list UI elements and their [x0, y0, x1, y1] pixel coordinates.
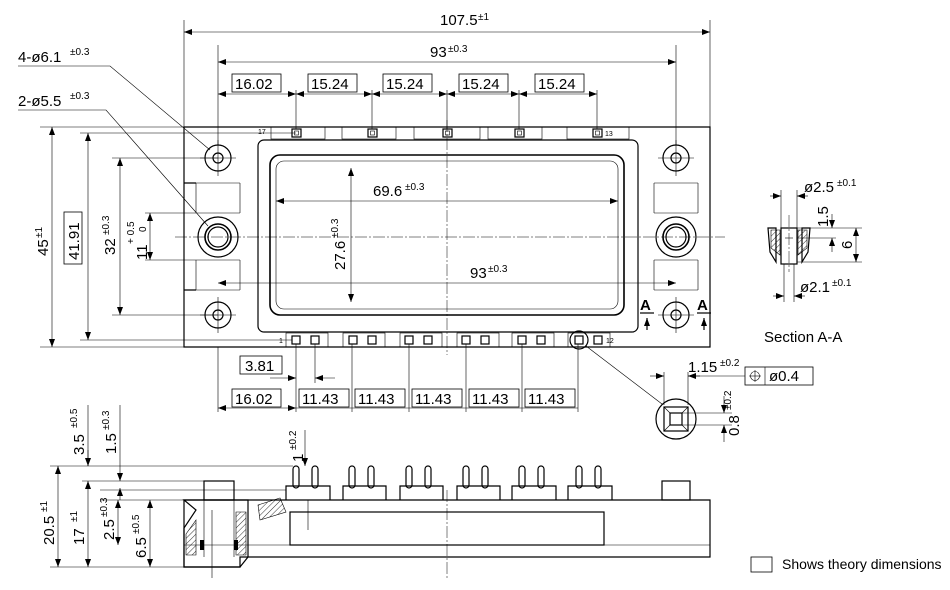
side-view: 20.5 ±1 17 ±1 3.5 ±0.5 1.5 ±0.3 2.5 ±0.3…: [39, 405, 711, 578]
window-height-dim: 27.6: [332, 241, 349, 270]
pin-span-width-dim: 41.91: [66, 222, 83, 260]
mounting-hole: [658, 140, 694, 176]
hole-pitch-length-dim: 93: [430, 44, 447, 61]
svg-text:±0.2: ±0.2: [288, 430, 299, 450]
top-pin-offset-dim: 16.02: [235, 76, 273, 93]
svg-text:±0.3: ±0.3: [70, 91, 90, 102]
pin: [514, 128, 525, 138]
top-pin-pitch-dim: 15.24: [538, 76, 576, 93]
svg-text:±1: ±1: [478, 12, 489, 23]
mounting-hole: [658, 297, 694, 333]
svg-text:±0.3: ±0.3: [101, 215, 112, 235]
top-pin-pitch-dim: 15.24: [386, 76, 424, 93]
section-dia-bottom: ø2.1: [800, 279, 830, 296]
pin: [367, 128, 378, 138]
svg-text:±1: ±1: [34, 227, 45, 238]
pin: [592, 128, 603, 138]
inner-length-dim: 93: [470, 265, 487, 282]
svg-text:+ 0.5: + 0.5: [126, 221, 137, 244]
svg-text:±0.2: ±0.2: [720, 358, 740, 369]
pin-size-dim: 1.15: [688, 359, 717, 376]
svg-text:±0.3: ±0.3: [448, 44, 468, 55]
top-view: 17 13 1 12 A: [18, 12, 725, 412]
overall-length-dim: 107.5: [440, 12, 478, 29]
top-pin-pitch-dim: 15.24: [311, 76, 349, 93]
total-height-dim: 20.5: [41, 516, 58, 545]
position-tolerance: ø0.4: [769, 368, 799, 385]
svg-text:±0.3: ±0.3: [488, 264, 508, 275]
housing-frame: [257, 139, 639, 333]
section-a-a: ø2.5 ±0.1 1.5 6 ø2.1 ±0.1 Section A-A: [764, 178, 862, 346]
screw-hole: [655, 216, 697, 258]
pin-number-12: 12: [606, 338, 614, 345]
bottom-pin-offset-dim: 16.02: [235, 391, 273, 408]
pin-number-1: 1: [279, 338, 283, 345]
svg-text:±1: ±1: [39, 501, 50, 512]
svg-text:A: A: [640, 297, 651, 314]
pin-number-13: 13: [605, 131, 613, 138]
bottom-small-pitch-dim: 3.81: [245, 358, 274, 375]
overall-width-dim: 45: [35, 239, 52, 256]
svg-text:±0.3: ±0.3: [405, 182, 425, 193]
svg-text:A: A: [697, 297, 708, 314]
section-title: Section A-A: [764, 329, 842, 346]
side-pins: [285, 465, 613, 500]
bottom-pin-pitch-dim: 11.43: [302, 391, 338, 408]
svg-text:0: 0: [138, 226, 149, 232]
section-mark-right: A: [697, 297, 711, 330]
mount-offset-dim: 11: [134, 244, 151, 260]
bottom-pin-pitch-dim: 11.43: [358, 391, 394, 408]
svg-text:±0.1: ±0.1: [837, 178, 857, 189]
pin: [442, 128, 453, 138]
bottom-pins: [285, 330, 611, 350]
section-depth: 1.5: [815, 206, 832, 227]
svg-text:±0.5: ±0.5: [69, 408, 80, 428]
section-height: 6: [839, 241, 856, 249]
screw-hole: [197, 216, 239, 258]
svg-text:±1: ±1: [69, 511, 80, 522]
top-pin-pitch-dim: 15.24: [462, 76, 500, 93]
section-mark-left: A: [640, 297, 654, 330]
svg-text:±0.2: ±0.2: [723, 390, 734, 410]
svg-text:±0.1: ±0.1: [832, 278, 852, 289]
pin-number-17: 17: [258, 129, 266, 136]
pin-length-dim: 1: [290, 454, 307, 462]
svg-text:±0.3: ±0.3: [330, 218, 341, 238]
svg-text:±0.3: ±0.3: [70, 47, 90, 58]
pin-detail: 1.15 ±0.2 ø0.4 0.8 ±0.2: [585, 345, 814, 442]
base-step-dim: 2.5: [101, 519, 118, 540]
top-pins: [270, 126, 630, 140]
svg-text:±0.3: ±0.3: [101, 410, 112, 430]
body-height-dim: 17: [71, 528, 88, 545]
window-length-dim: 69.6: [373, 183, 402, 200]
pin-shoulder-dim: 1.5: [103, 433, 120, 454]
hole-2-callout: 2-ø5.5: [18, 93, 61, 110]
bottom-pin-pitch-dim: 11.43: [472, 391, 508, 408]
bottom-pin-pitch-dim: 11.43: [415, 391, 451, 408]
legend: Shows theory dimensions: [750, 556, 942, 573]
svg-text:±0.5: ±0.5: [131, 514, 142, 534]
section-dia-top: ø2.5: [804, 179, 834, 196]
hole-4-callout: 4-ø6.1: [18, 49, 61, 66]
svg-text:±0.3: ±0.3: [99, 497, 110, 517]
legend-text: Shows theory dimensions: [782, 556, 942, 572]
pin-height-dim: 3.5: [71, 434, 88, 455]
pin-tip-dim: 0.8: [726, 415, 743, 436]
theory-dimension-box: [750, 556, 773, 573]
hole-pitch-width-dim: 32: [102, 238, 119, 255]
standoff-dim: 6.5: [133, 537, 150, 558]
bottom-pin-pitch-dim: 11.43: [528, 391, 564, 408]
